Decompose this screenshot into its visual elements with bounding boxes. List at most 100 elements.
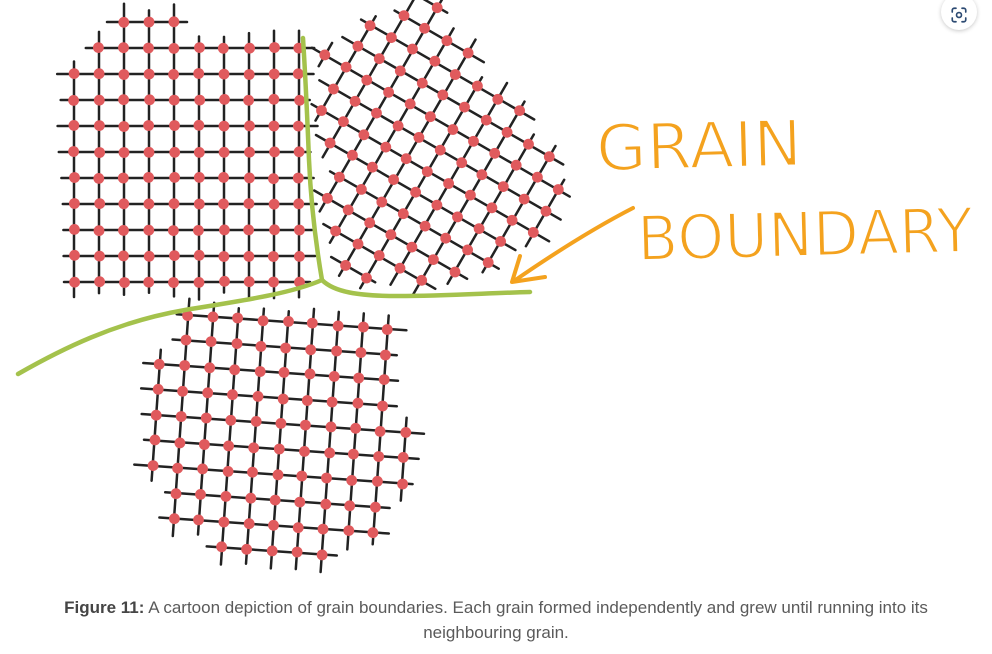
- atom-dot: [331, 345, 342, 357]
- atom-dot: [68, 146, 79, 157]
- atom-dot: [291, 546, 303, 558]
- atom-dot: [277, 393, 289, 405]
- atom-dot: [223, 440, 235, 452]
- atom-dot: [330, 225, 341, 237]
- atom-dot: [269, 494, 281, 506]
- atom-dot: [118, 42, 129, 54]
- atom-dot: [352, 397, 364, 409]
- visual-search-button[interactable]: [941, 0, 977, 30]
- atom-dot: [321, 472, 332, 484]
- atom-dot: [94, 250, 105, 262]
- atom-dot: [356, 184, 367, 195]
- atom-dot: [462, 244, 473, 256]
- atom-dot: [169, 250, 180, 261]
- atom-dot: [293, 198, 305, 210]
- grain-boundary-illustration: GRAIN BOUNDARY: [15, 0, 975, 574]
- atom-dot: [227, 389, 238, 401]
- atom-dot: [372, 475, 383, 487]
- atom-dot: [449, 266, 461, 278]
- atom-dot: [193, 249, 205, 261]
- atom-dot: [367, 527, 379, 539]
- visual-search-icon[interactable]: [950, 6, 968, 24]
- atom-dot: [322, 192, 333, 204]
- atom-dot: [278, 367, 290, 378]
- atom-dot: [257, 315, 269, 327]
- atom-dot: [381, 324, 393, 335]
- atom-dot: [218, 172, 230, 183]
- atom-dot: [93, 94, 105, 106]
- atom-dot: [523, 138, 534, 150]
- atom-dot: [143, 172, 155, 183]
- atom-dot: [68, 120, 80, 131]
- atom-dot: [349, 95, 361, 107]
- atom-dot: [243, 69, 255, 80]
- atom-dot: [244, 120, 255, 132]
- atom-dot: [220, 491, 232, 502]
- atom-dot: [328, 371, 340, 382]
- atom-dot: [292, 522, 304, 534]
- atom-dot: [527, 227, 539, 238]
- atom-dot: [268, 93, 280, 105]
- atom-dot: [117, 172, 129, 184]
- atom-dot: [193, 198, 205, 210]
- atom-dot: [150, 409, 162, 421]
- atom-dot: [202, 387, 214, 399]
- atom-dot: [218, 120, 230, 132]
- atom-dot: [532, 171, 543, 183]
- atom-dot: [194, 94, 206, 106]
- atom-dot: [429, 55, 441, 67]
- atom-dot: [172, 462, 184, 474]
- atom-dot: [383, 86, 394, 98]
- atom-dot: [437, 89, 449, 101]
- atom-dot: [174, 437, 186, 449]
- atom-dot: [350, 422, 361, 434]
- atom-dot: [169, 120, 180, 131]
- atom-dot: [416, 274, 428, 286]
- atom-dot: [449, 69, 461, 80]
- lattice-line: [310, 46, 571, 198]
- atom-dot: [377, 400, 388, 412]
- atom-dot: [168, 198, 180, 210]
- atom-dot: [316, 105, 327, 116]
- atom-dot: [229, 364, 241, 376]
- atom-dot: [397, 478, 408, 490]
- atom-dot: [305, 344, 317, 356]
- grain-boundary-line: [319, 277, 533, 299]
- atom-dot: [269, 146, 280, 158]
- atom-dot: [452, 211, 463, 223]
- atom-dot: [398, 10, 410, 21]
- atom-dot: [118, 69, 130, 80]
- atom-dot: [378, 374, 390, 385]
- atom-dot: [486, 202, 498, 214]
- atom-dot: [294, 251, 305, 262]
- atom-dot: [346, 475, 358, 486]
- atom-dot: [143, 146, 155, 158]
- atom-dot: [400, 153, 412, 165]
- atom-dot: [255, 341, 267, 352]
- atom-dot: [225, 414, 237, 426]
- atom-dot: [419, 220, 431, 232]
- atom-dot: [244, 172, 255, 184]
- atom-dot: [218, 251, 230, 262]
- atom-dot: [144, 94, 156, 106]
- grain-top-right: [310, 0, 571, 297]
- atom-dot: [397, 452, 409, 463]
- atom-dot: [324, 137, 336, 149]
- atom-dot: [269, 42, 280, 53]
- atom-dot: [268, 120, 280, 132]
- atom-dot: [406, 241, 418, 253]
- atom-dot: [294, 94, 305, 106]
- atom-dot: [364, 217, 376, 229]
- atom-dot: [168, 43, 180, 54]
- figure-caption: Figure 11: A cartoon depiction of grain …: [51, 595, 941, 645]
- atom-dot: [319, 49, 331, 61]
- atom-dot: [332, 320, 344, 332]
- atom-dot: [143, 68, 155, 80]
- atom-dot: [243, 224, 255, 236]
- atom-dot: [273, 443, 285, 455]
- atom-dot: [170, 488, 182, 500]
- atom-dot: [492, 93, 504, 105]
- atom-dot: [168, 69, 180, 80]
- atom-dot: [216, 541, 228, 553]
- atom-dot: [69, 172, 80, 183]
